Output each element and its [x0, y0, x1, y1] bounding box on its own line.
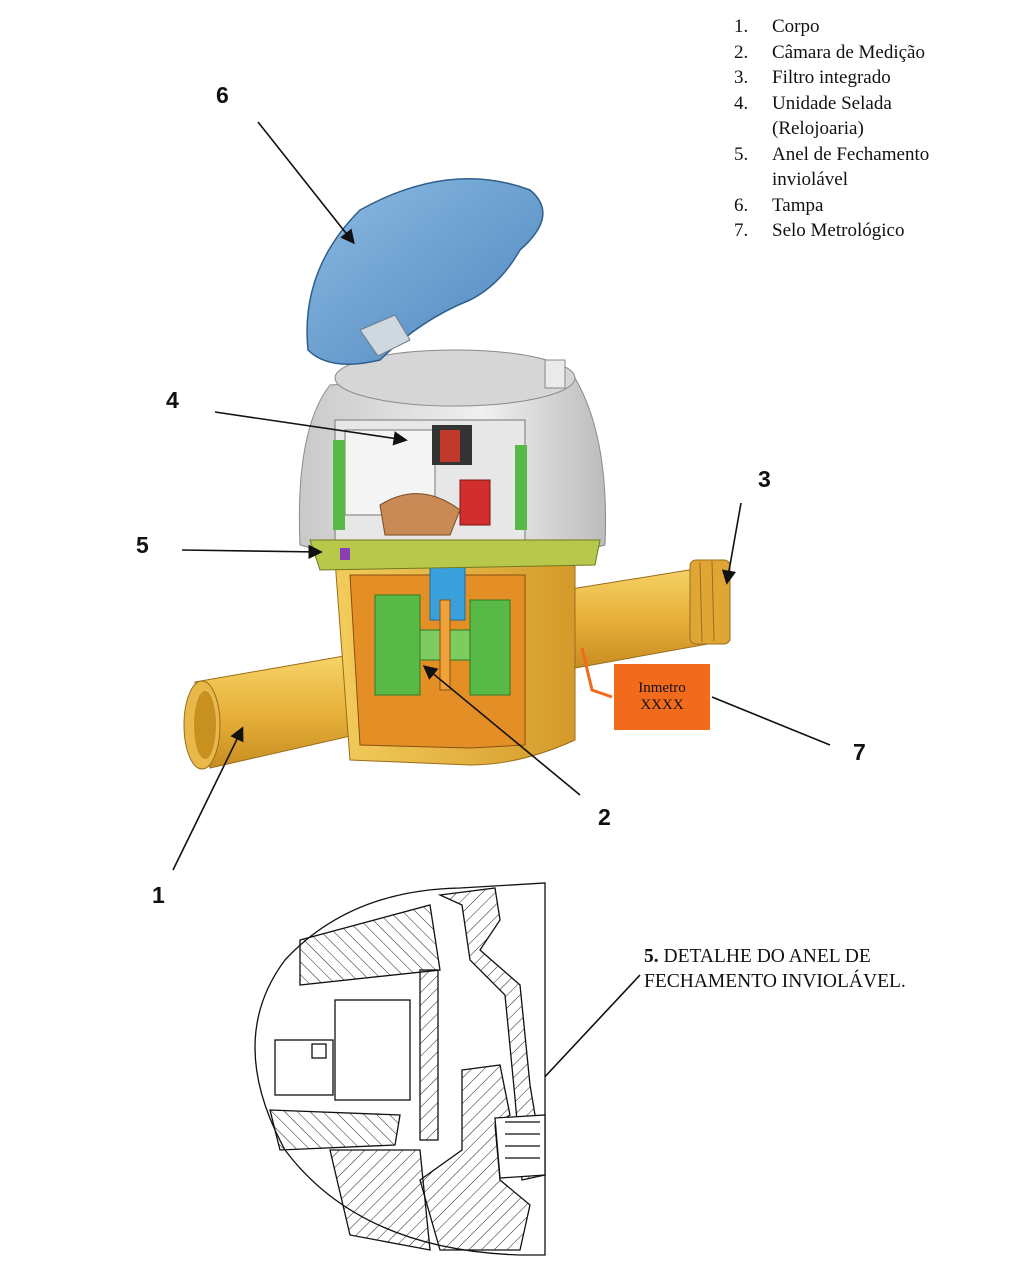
legend-number: 7. — [734, 220, 749, 241]
legend-item: 5. Anel de Fechamento inviolável — [734, 142, 1014, 193]
inmetro-seal: Inmetro XXXX — [614, 664, 710, 730]
seal-line-1: Inmetro — [638, 680, 686, 696]
detail-caption-text: DETALHE DO ANEL DE FECHAMENTO INVIOLÁVEL… — [644, 946, 906, 992]
legend-label: Filtro integrado — [772, 67, 891, 88]
legend-number: 3. — [734, 67, 749, 88]
legend-label: Corpo — [772, 16, 820, 37]
callout-arrows — [172, 121, 831, 1115]
seal-line-2: XXXX — [640, 697, 684, 713]
outlet-pipe — [564, 559, 731, 669]
legend-item: 6. Tampa — [734, 193, 1014, 219]
legend-number: 4. — [734, 92, 749, 114]
register-housing — [298, 349, 607, 571]
legend-label: Unidade Selada (Relojoaria) — [772, 92, 892, 140]
callout-4: 4 — [166, 387, 179, 413]
detail-caption: 5. DETALHE DO ANEL DE FECHAMENTO INVIOLÁ… — [644, 944, 974, 994]
callout-7: 7 — [853, 739, 866, 765]
legend-number: 1. — [734, 16, 749, 37]
legend-label: Câmara de Medição — [772, 41, 925, 63]
legend-label: Anel de Fechamento inviolável — [772, 143, 930, 191]
legend-item: 4. Unidade Selada (Relojoaria) — [734, 91, 1014, 142]
callout-2: 2 — [598, 804, 611, 830]
legend-item: 1. Corpo — [734, 14, 1014, 40]
legend-item: 3. Filtro integrado — [734, 65, 1014, 91]
callout-6: 6 — [216, 82, 229, 108]
callout-5: 5 — [136, 532, 149, 558]
parts-legend: 1. Corpo 2. Câmara de Medição 3. Filtro int… — [734, 14, 1014, 244]
legend-item: 2. Câmara de Medição — [734, 40, 1014, 66]
legend-number: 5. — [734, 143, 749, 165]
lid — [306, 178, 566, 389]
inlet-pipe — [183, 654, 356, 770]
legend-label: Selo Metrológico — [772, 220, 905, 241]
callout-1: 1 — [152, 882, 165, 908]
legend-number: 6. — [734, 194, 749, 216]
legend-label: Tampa — [772, 194, 824, 216]
ring-detail-drawing — [254, 882, 546, 1256]
meter-body — [334, 559, 576, 766]
legend-number: 2. — [734, 41, 749, 63]
legend-item: 7. Selo Metrológico — [734, 218, 1014, 244]
callout-3: 3 — [758, 466, 771, 492]
detail-number: 5. — [644, 946, 659, 967]
